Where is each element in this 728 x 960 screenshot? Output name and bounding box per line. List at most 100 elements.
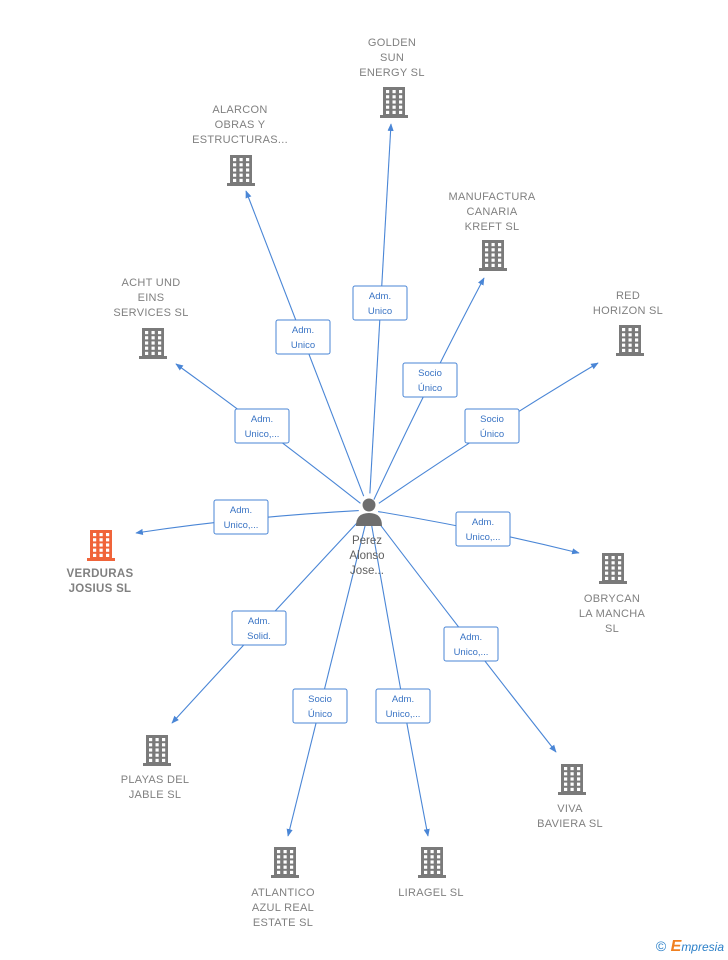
edge-label-box [213,499,269,535]
edge-label-line: Unico,... [386,709,421,720]
edge-label-obrycan[interactable]: Adm. Unico,... [455,511,511,547]
edge-label-box [464,408,520,444]
company-name-line: PLAYAS DEL [121,774,190,786]
company-name-line: GOLDEN [368,37,416,49]
building-icon [380,87,408,118]
edge-label-viva-baviera[interactable]: Adm. Unico,... [443,626,499,662]
edge-label-alarcon-obras[interactable]: Adm. Unico [275,319,331,355]
brand-logo-text: mpresia [681,940,724,954]
building-icon [558,764,586,795]
company-name-line: HORIZON SL [593,305,663,317]
edge-label-line: Adm. [460,632,482,643]
edge-label-box [231,610,287,646]
edge-label-verduras-josius[interactable]: Adm. Unico,... [213,499,269,535]
edge-label-line: Unico [291,340,315,351]
company-node-alarcon-obras[interactable]: ALARCON OBRAS Y ESTRUCTURAS... [192,104,288,186]
company-node-playas-del-jable[interactable]: PLAYAS DEL JABLE SL [121,735,190,801]
company-name-line: JABLE SL [129,789,182,801]
edge-label-box [402,362,458,398]
edge-label-line: Adm. [369,291,391,302]
building-icon [479,240,507,271]
edge-label-line: Unico,... [466,532,501,543]
company-name-line: VIVA [557,803,583,815]
company-node-liragel[interactable]: LIRAGEL SL [398,847,464,899]
edge-label-box [292,688,348,724]
company-name-line: MANUFACTURA [448,191,535,203]
edge-label-line: Único [480,429,504,440]
company-node-viva-baviera[interactable]: VIVA BAVIERA SL [537,764,603,830]
edge-label-box [275,319,331,355]
edge-label-box [234,408,290,444]
brand-footer: © Empresia [656,938,724,956]
edge-label-line: Unico,... [224,520,259,531]
edge-label-line: Adm. [392,694,414,705]
company-name-line: RED [616,290,640,302]
company-name-line: ESTATE SL [253,917,313,929]
building-icon [616,325,644,356]
company-name-line: LA MANCHA [579,608,646,620]
building-icon [271,847,299,878]
brand-logo-initial: E [670,938,682,955]
company-name-line: CANARIA [467,206,518,218]
edge-label-line: Solid. [247,631,271,642]
company-node-red-horizon[interactable]: RED HORIZON SL [593,290,663,356]
company-node-atlantico-azul[interactable]: ATLANTICO AZUL REAL ESTATE SL [251,847,315,929]
edge-label-line: Adm. [230,505,252,516]
edge-label-line: Socio [418,368,442,379]
edge-label-playas-del-jable[interactable]: Adm. Solid. [231,610,287,646]
company-name-line: EINS [138,292,165,304]
building-icon [139,328,167,359]
company-name-line: ALARCON [212,104,267,116]
edge-label-line: Único [308,709,332,720]
company-name-line: AZUL REAL [252,902,314,914]
copyright-icon: © [655,938,667,954]
edge-label-line: Socio [480,414,504,425]
building-icon [143,735,171,766]
person-name-line: Alonso [349,550,384,562]
edge-label-line: Unico [368,306,392,317]
person-icon [356,498,382,526]
edge-label-acht-und-eins[interactable]: Adm.Unico,... [234,408,290,444]
edge-label-line: Adm. [292,325,314,336]
building-icon [599,553,627,584]
company-name-line: SL [605,623,619,635]
company-name-line: ATLANTICO [251,887,315,899]
company-node-acht-und-eins[interactable]: ACHT UND EINS SERVICES SL [113,277,188,359]
edge-label-line: Adm. [251,414,273,425]
company-name-line: LIRAGEL SL [398,887,464,899]
company-name-line: SERVICES SL [113,307,188,319]
edge-label-line: Único [418,383,442,394]
building-icon [418,847,446,878]
edge-label-liragel[interactable]: Adm. Unico,... [375,688,431,724]
person-name-line: Perez [352,535,382,547]
edge-label-line: Adm. [248,616,270,627]
company-node-obrycan[interactable]: OBRYCAN LA MANCHA SL [579,553,646,635]
company-name-line: KREFT SL [465,221,520,233]
edge-label-line: Adm. [472,517,494,528]
person-node[interactable]: PerezAlonsoJose... [349,498,385,578]
edge-label-box [375,688,431,724]
edge-label-line: Socio [308,694,332,705]
company-name-line: ACHT UND [121,277,180,289]
company-name-line: OBRYCAN [584,593,640,605]
edge-label-line: Unico,... [454,647,489,658]
company-name-line: VERDURAS [67,568,134,580]
company-name-line: BAVIERA SL [537,818,603,830]
company-name-line: ESTRUCTURAS... [192,134,288,146]
company-name-line: JOSIUS SL [69,583,132,595]
edge-label-golden-sun-energy[interactable]: Adm. Unico [352,285,408,321]
company-name-line: ENERGY SL [359,67,424,79]
building-icon [87,530,115,561]
company-node-verduras-josius[interactable]: VERDURAS JOSIUS SL [67,530,134,595]
company-name-line: OBRAS Y [215,119,266,131]
company-node-manufactura-canaria[interactable]: MANUFACTURA CANARIA KREFT SL [448,191,536,271]
person-name-line: Jose... [350,565,384,577]
edge-label-box [352,285,408,321]
edge-label-box [443,626,499,662]
edge-label-box [455,511,511,547]
